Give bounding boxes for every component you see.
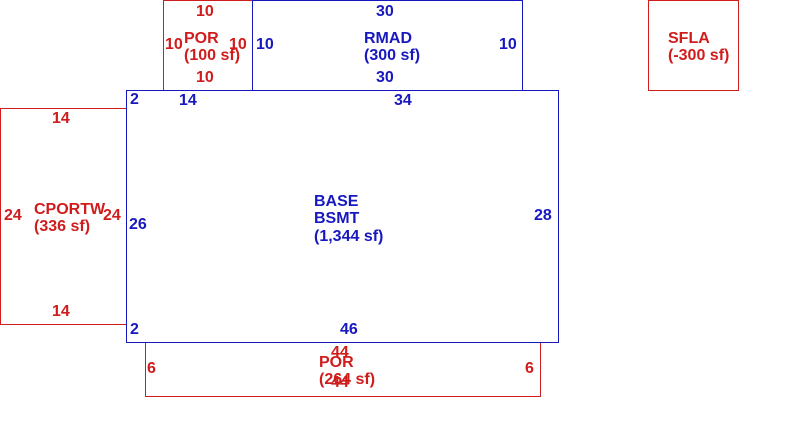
base-dim-right: 28 [534, 207, 552, 224]
por-bottom-dim-left: 6 [147, 360, 156, 377]
por-top-dim-bottom: 10 [196, 69, 214, 86]
por-bottom-area: (264 sf) [319, 371, 376, 388]
rmad-dim-top: 30 [376, 3, 394, 20]
por-bottom-dim-right: 6 [525, 360, 534, 377]
rmad-dim-bottom: 30 [376, 69, 394, 86]
base-dim-top-right: 34 [394, 92, 412, 109]
base-dim-top-left: 14 [179, 92, 197, 109]
sfla-label: SFLA [668, 30, 710, 47]
base-dim-bottom: 46 [340, 321, 358, 338]
sfla-outline [648, 0, 739, 91]
rmad-dim-right: 10 [499, 36, 517, 53]
por-top-label: POR [184, 30, 219, 47]
por-top-dim-left: 10 [165, 36, 183, 53]
cportw-label: CPORTW [34, 201, 106, 218]
cportw-area: (336 sf) [34, 218, 91, 235]
base-outline [126, 90, 559, 343]
cportw-dim-top: 14 [52, 110, 70, 127]
sfla-area: (-300 sf) [668, 47, 730, 64]
por-top-dim-top: 10 [196, 3, 214, 20]
base-label-1: BASE [314, 193, 359, 210]
cportw-dim-right: 24 [103, 207, 121, 224]
cportw-dim-left: 24 [4, 207, 22, 224]
rmad-label: RMAD [364, 30, 412, 47]
base-area: (1,344 sf) [314, 228, 384, 245]
por-top-area: (100 sf) [184, 47, 241, 64]
base-dim-corner-bottom: 2 [130, 321, 139, 338]
rmad-area: (300 sf) [364, 47, 421, 64]
base-label-2: BSMT [314, 210, 360, 227]
base-dim-corner-top: 2 [130, 91, 139, 108]
por-bottom-dim-bottom: 44 [331, 374, 349, 391]
rmad-dim-left: 10 [256, 36, 274, 53]
por-bottom-label: POR [319, 354, 354, 371]
cportw-dim-bottom: 14 [52, 303, 70, 320]
base-dim-left: 26 [129, 216, 147, 233]
por-bottom-dim-top: 44 [331, 344, 349, 361]
por-top-dim-right: 10 [229, 36, 247, 53]
